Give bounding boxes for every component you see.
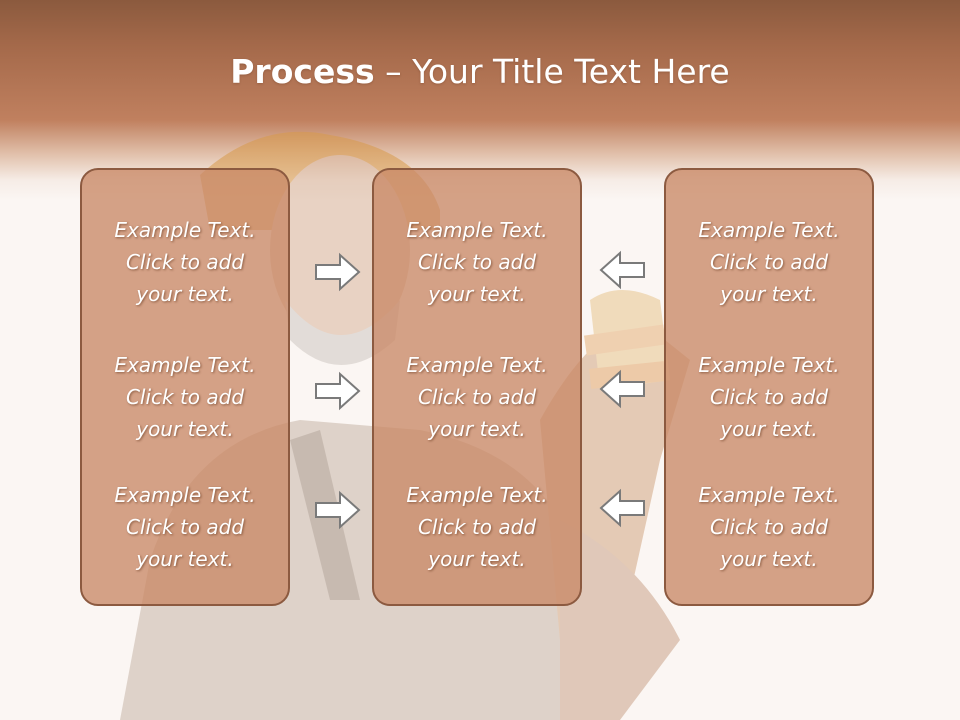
header-band (0, 0, 960, 200)
text-line: Example Text. (698, 218, 840, 242)
text-line: your text. (428, 417, 526, 441)
text-block[interactable]: Example Text. Click to add your text. (82, 214, 288, 310)
arrow-left-icon (599, 488, 645, 528)
slide-title[interactable]: Process – Your Title Text Here (0, 52, 960, 91)
text-line: your text. (720, 547, 818, 571)
text-line: Click to add (709, 385, 829, 409)
text-line: Example Text. (406, 483, 548, 507)
text-line: Example Text. (406, 218, 548, 242)
text-line: Click to add (417, 385, 537, 409)
text-line: Click to add (125, 515, 245, 539)
text-block[interactable]: Example Text. Click to add your text. (374, 214, 580, 310)
text-line: Example Text. (114, 483, 256, 507)
text-line: Example Text. (406, 353, 548, 377)
arrow-right-icon (315, 252, 361, 292)
arrow-left-icon (599, 250, 645, 290)
text-line: Click to add (417, 515, 537, 539)
text-block[interactable]: Example Text. Click to add your text. (374, 349, 580, 445)
text-block[interactable]: Example Text. Click to add your text. (374, 479, 580, 575)
text-block[interactable]: Example Text. Click to add your text. (82, 479, 288, 575)
text-line: Click to add (709, 515, 829, 539)
text-line: Click to add (125, 385, 245, 409)
text-line: your text. (720, 282, 818, 306)
text-box-left[interactable]: Example Text. Click to add your text. Ex… (80, 168, 290, 606)
arrow-right-icon (315, 490, 361, 530)
text-block[interactable]: Example Text. Click to add your text. (666, 214, 872, 310)
text-line: Example Text. (114, 218, 256, 242)
text-line: your text. (428, 282, 526, 306)
text-block[interactable]: Example Text. Click to add your text. (666, 479, 872, 575)
text-line: Example Text. (698, 483, 840, 507)
text-line: your text. (136, 282, 234, 306)
text-line: your text. (136, 547, 234, 571)
text-line: Example Text. (698, 353, 840, 377)
text-block[interactable]: Example Text. Click to add your text. (666, 349, 872, 445)
text-block[interactable]: Example Text. Click to add your text. (82, 349, 288, 445)
text-line: Click to add (125, 250, 245, 274)
text-line: Example Text. (114, 353, 256, 377)
title-separator: – (374, 52, 413, 91)
text-line: your text. (720, 417, 818, 441)
title-bold: Process (230, 52, 375, 91)
text-box-center[interactable]: Example Text. Click to add your text. Ex… (372, 168, 582, 606)
text-line: Click to add (417, 250, 537, 274)
arrow-right-icon (315, 371, 361, 411)
title-rest: Your Title Text Here (412, 52, 730, 91)
text-line: your text. (136, 417, 234, 441)
text-line: Click to add (709, 250, 829, 274)
text-line: your text. (428, 547, 526, 571)
arrow-left-icon (599, 369, 645, 409)
text-box-right[interactable]: Example Text. Click to add your text. Ex… (664, 168, 874, 606)
